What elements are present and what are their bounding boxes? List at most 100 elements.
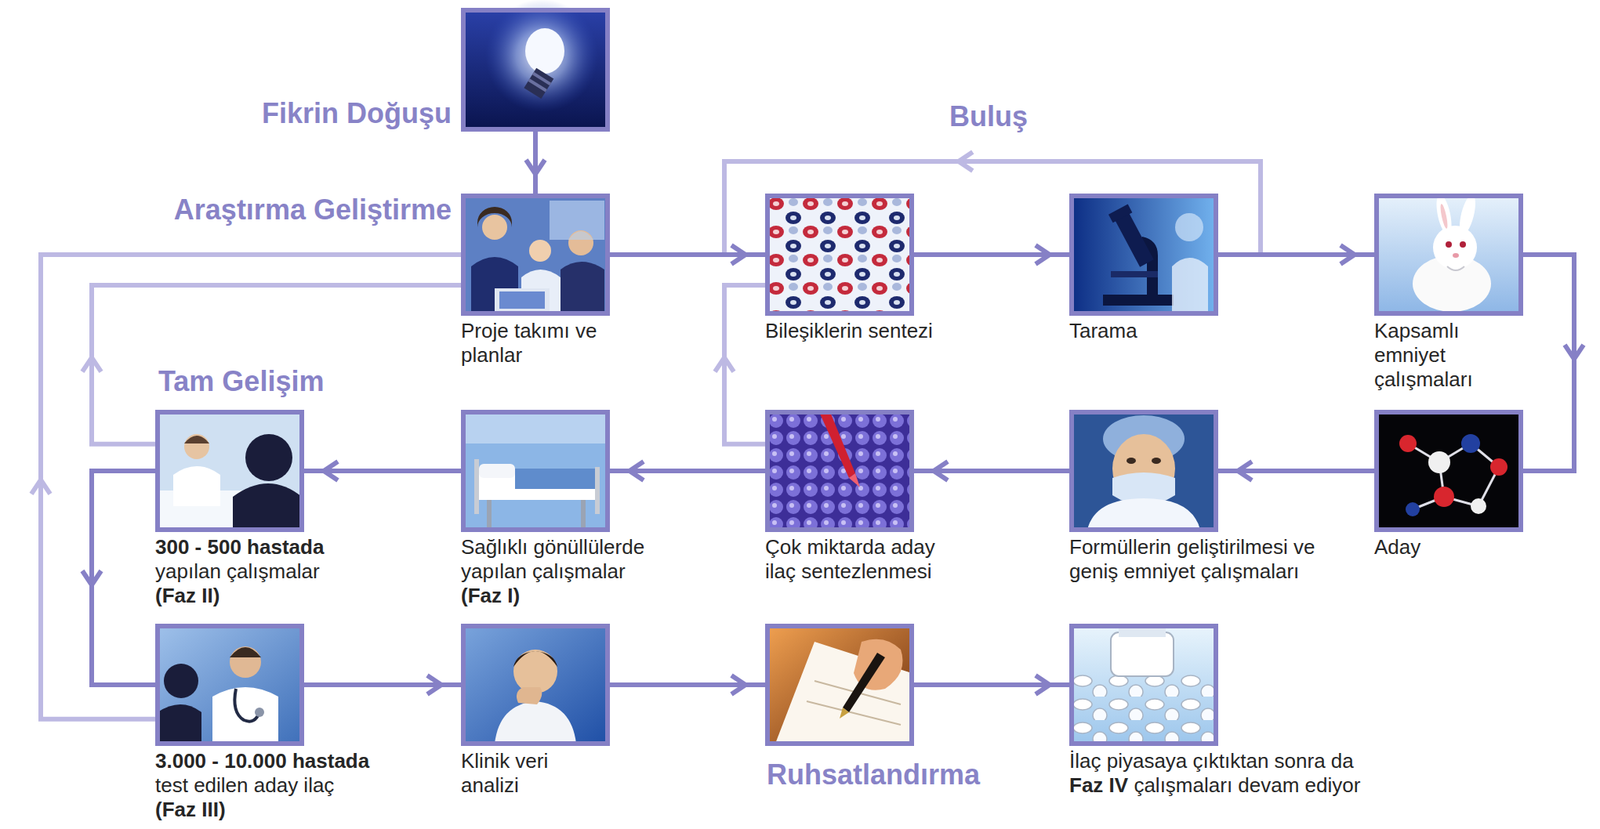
illustration-part: [1433, 225, 1477, 270]
caption-text: Kapsamlı emniyet çalışmaları: [1374, 319, 1508, 392]
arrow-head: [1237, 461, 1252, 481]
illustration-part: [1102, 294, 1174, 306]
illustration-part: [1405, 502, 1420, 517]
caption: 300 - 500 hastadayapılan çalışmalar(Faz …: [155, 535, 391, 609]
caption: Proje takımı ve planlar: [460, 319, 630, 368]
illustration-part: [212, 687, 279, 744]
caption-text: test edilen aday ilaç: [155, 773, 454, 799]
illustration-part: [513, 651, 558, 668]
illustration-part: [1428, 451, 1451, 474]
connector: [304, 675, 461, 695]
connector: [82, 285, 461, 445]
illustration-part: [1110, 632, 1174, 677]
caption-text: Faz IV: [1069, 773, 1129, 798]
illustration-part: [1175, 213, 1204, 242]
illustration-part: [499, 291, 545, 309]
caption: Aday: [1374, 535, 1532, 560]
illustration-part: [580, 500, 586, 530]
illustration-part: [157, 412, 302, 530]
connector-line: [40, 254, 461, 720]
connector: [526, 131, 545, 194]
illustration-part: [1118, 627, 1166, 638]
illustration-part: [1110, 271, 1158, 278]
illustration-part: [1071, 195, 1216, 314]
process-box: Çok miktarda aday ilaç sentezlenmesi: [765, 409, 915, 533]
illustration-part: [767, 626, 912, 744]
caption-text: Klinik veri analizi: [460, 749, 579, 799]
connector: [724, 152, 1261, 255]
illustration-part: [1171, 257, 1209, 314]
illustration-part: [1071, 195, 1216, 314]
illustration-part: [482, 214, 508, 240]
illustration-part: [157, 626, 302, 744]
illustration-part: [163, 663, 199, 699]
illustration-part: [1113, 211, 1154, 268]
arrow-head: [629, 461, 644, 481]
connector: [914, 461, 1070, 481]
illustration-part: [1470, 498, 1487, 515]
connector-line: [1523, 254, 1575, 472]
illustration-part: [1376, 412, 1521, 530]
illustration-part: [528, 78, 548, 92]
process-box: Klinik veri analizi: [460, 624, 610, 747]
arrow-head: [1035, 245, 1050, 265]
illustration-part: [184, 434, 210, 460]
illustration-part: [494, 701, 577, 744]
illustration-part: [173, 466, 221, 507]
illustration-part: [523, 68, 554, 99]
process-box: Formüllerin geliştirilmesi ve geniş emni…: [1069, 409, 1219, 533]
illustration-part: [1108, 204, 1132, 224]
process-box: Ruhsatlandırma: [765, 624, 915, 747]
caption: Bileşiklerin sentezi: [765, 319, 1024, 344]
illustration-part: [1447, 266, 1465, 271]
caption: Sağlıklı gönüllülerde yapılan çalışmalar…: [460, 535, 689, 609]
caption-text: 3.000 - 10.000 hastada: [155, 749, 454, 774]
caption-text: Sağlıklı gönüllülerde yapılan çalışmalar: [460, 535, 689, 585]
illustration-part: [1439, 203, 1450, 230]
caption-text: Proje takımı ve planlar: [460, 319, 630, 368]
connector: [714, 285, 766, 445]
illustration-part: [1087, 498, 1201, 530]
illustration-part: [157, 412, 302, 530]
connector: [914, 245, 1070, 265]
caption: İlaç piyasaya çıktıktan sonra daFaz IVça…: [1069, 749, 1477, 799]
illustration-part: [515, 468, 597, 490]
process-box: İlaç piyasaya çıktıktan sonra daFaz IVça…: [1069, 624, 1219, 747]
arrow-head: [731, 675, 746, 695]
caption-text: Aday: [1374, 535, 1532, 560]
illustration-part: [463, 0, 608, 130]
illustration-part: [1445, 241, 1452, 248]
illustration-part: [1461, 434, 1481, 454]
caption-text: çalışmaları devam ediyor: [1133, 773, 1361, 798]
illustration-part: [1459, 241, 1466, 248]
illustration-part: [184, 435, 210, 444]
caption-text: (Faz III): [155, 798, 454, 823]
section-label: Tam Gelişim: [158, 365, 324, 399]
illustration-part: [549, 200, 605, 240]
illustration-part: [157, 704, 202, 744]
illustration-part: [1071, 412, 1216, 530]
section-label: Buluş: [949, 100, 1028, 134]
illustration-part: [474, 459, 479, 515]
illustration-part: [767, 195, 912, 314]
arrow-head: [323, 461, 338, 481]
illustration-part: [1126, 457, 1136, 465]
illustration-part: [463, 626, 608, 744]
illustration-part: [232, 483, 302, 530]
arrow-head: [82, 571, 102, 586]
connector: [914, 675, 1070, 695]
illustration-part: [1399, 435, 1417, 453]
illustration-part: [767, 412, 912, 530]
connector: [304, 461, 461, 481]
connector-line: [533, 131, 538, 194]
caption-text: (Faz II): [155, 584, 391, 609]
illustration-part: [523, 68, 554, 99]
caption-text: Bileşiklerin sentezi: [765, 319, 1024, 344]
illustration-part: [157, 626, 302, 744]
arrow-head: [933, 461, 948, 481]
caption: Kapsamlı emniyet çalışmaları: [1374, 319, 1508, 392]
process-box: Aday: [1374, 409, 1524, 533]
illustration-part: [525, 28, 565, 74]
arrow-head: [731, 245, 746, 265]
